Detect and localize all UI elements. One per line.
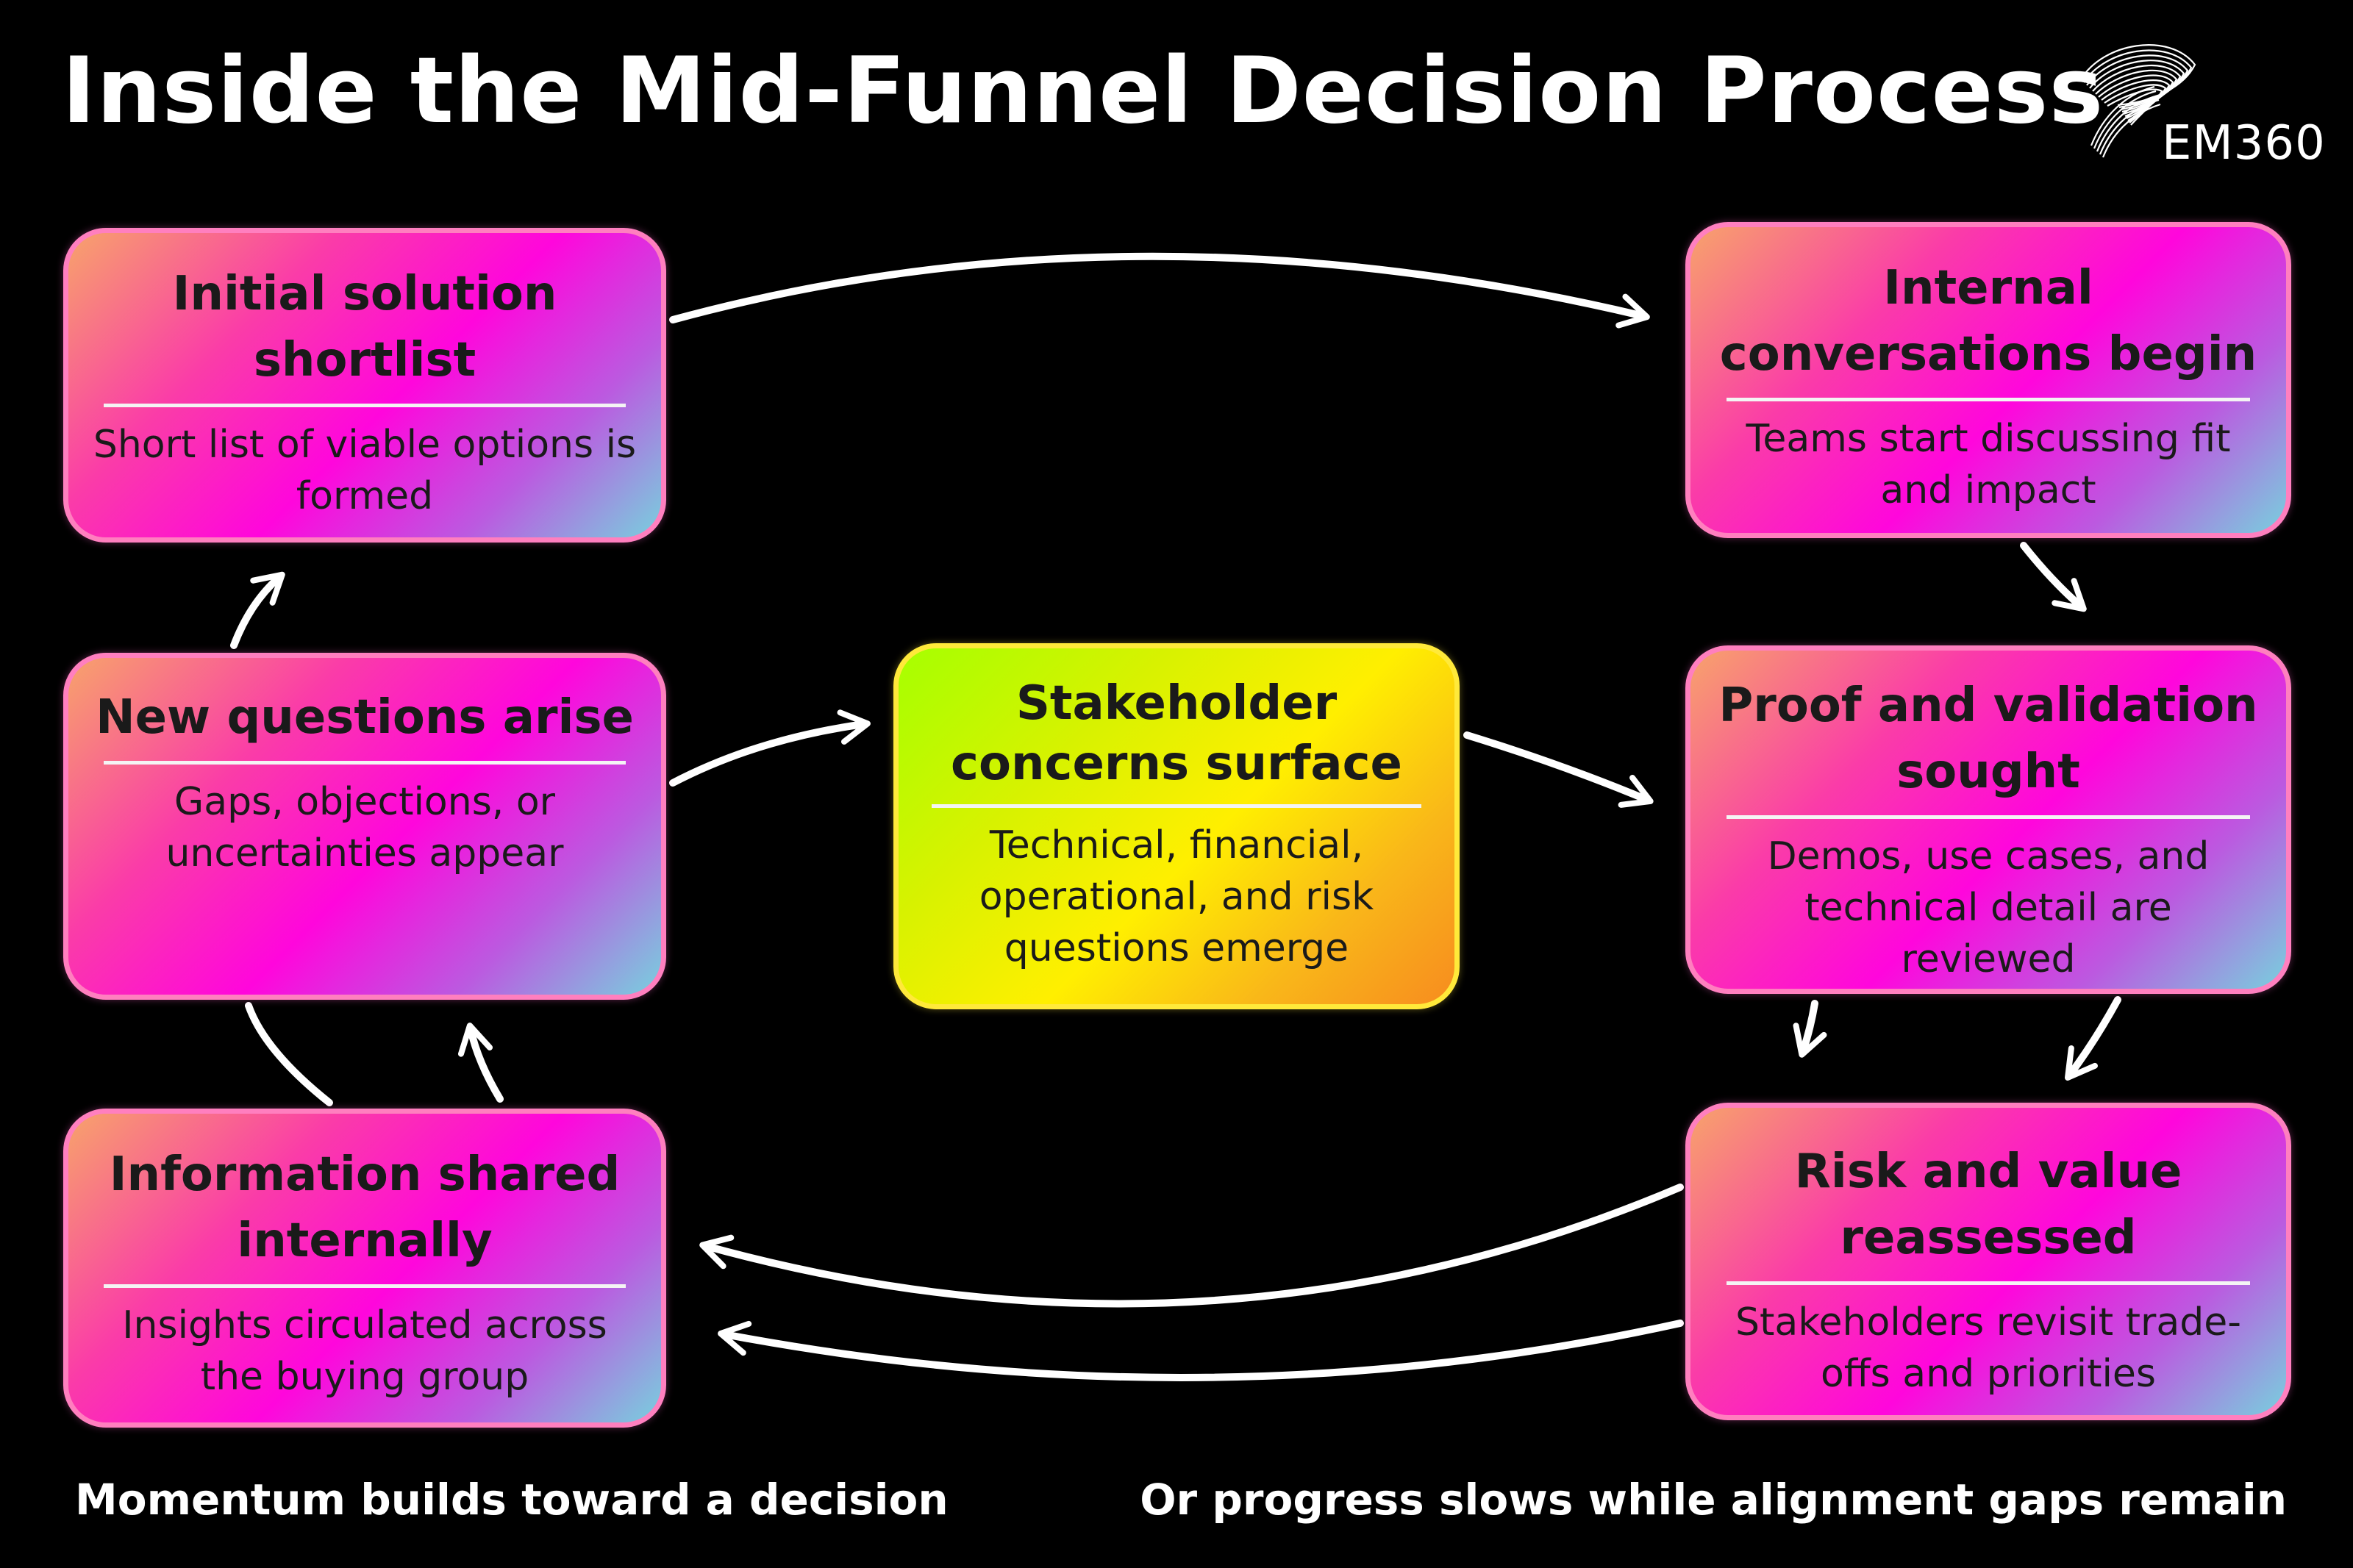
divider bbox=[104, 1284, 626, 1288]
footer-left: Momentum builds toward a decision bbox=[75, 1475, 949, 1525]
arrow-questions-to-shortlist bbox=[230, 571, 285, 649]
arrow-center-to-proof bbox=[1463, 731, 1654, 808]
stage-title: Proof and validation sought bbox=[1718, 679, 2258, 799]
stage-internal-conversations: Internal conversations begin Teams start… bbox=[1685, 222, 2291, 538]
divider bbox=[1726, 815, 2251, 819]
swirl-logo-icon bbox=[2080, 44, 2196, 158]
stage-title: Information shared internally bbox=[109, 1148, 621, 1268]
stage-initial-shortlist: Initial solution shortlist Short list of… bbox=[63, 228, 666, 543]
stage-description: Stakeholders revisit trade-offs and prio… bbox=[1735, 1300, 2242, 1396]
stage-title: Initial solution shortlist bbox=[172, 267, 557, 387]
arrow-shortlist-to-conversations bbox=[669, 252, 1650, 329]
arrow-questions-to-center bbox=[669, 709, 871, 787]
divider bbox=[1726, 1281, 2251, 1285]
arrow-conversations-to-proof bbox=[2020, 542, 2087, 612]
stage-new-questions: New questions arise Gaps, objections, or… bbox=[63, 653, 666, 1000]
stage-description: Teams start discussing fit and impact bbox=[1746, 417, 2231, 512]
divider bbox=[1726, 398, 2251, 401]
stage-proof-validation: Proof and validation sought Demos, use c… bbox=[1685, 645, 2291, 994]
logo-text: EM360 bbox=[2162, 116, 2326, 171]
divider bbox=[104, 761, 626, 765]
stage-information-shared: Information shared internally Insights c… bbox=[63, 1109, 666, 1428]
arrow-risk-to-info-upper bbox=[699, 1184, 1684, 1308]
stage-description: Demos, use cases, and technical detail a… bbox=[1767, 834, 2210, 981]
stage-risk-value: Risk and value reassessed Stakeholders r… bbox=[1685, 1103, 2291, 1420]
divider bbox=[932, 804, 1421, 808]
stage-description: Gaps, objections, or uncertainties appea… bbox=[165, 780, 564, 876]
stage-description: Short list of viable options is formed bbox=[93, 423, 637, 518]
stage-title: New questions arise bbox=[96, 690, 634, 745]
stage-description: Insights circulated across the buying gr… bbox=[122, 1303, 607, 1399]
arrow-left-loop-up bbox=[245, 1002, 333, 1106]
stage-title: Risk and value reassessed bbox=[1794, 1145, 2182, 1265]
em360-logo: EM360 bbox=[2074, 35, 2326, 182]
arrow-risk-to-info-lower bbox=[718, 1320, 1684, 1381]
stage-title: Internal conversations begin bbox=[1719, 261, 2257, 382]
stage-stakeholder-concerns: Stakeholder concerns surface Technical, … bbox=[893, 643, 1460, 1009]
stage-description: Technical, financial, operational, and r… bbox=[979, 823, 1374, 970]
footer-right: Or progress slows while alignment gaps r… bbox=[1140, 1475, 2287, 1525]
arrow-proof-to-risk-right bbox=[2065, 996, 2121, 1081]
arrow-info-to-questions bbox=[457, 1023, 504, 1103]
stage-title: Stakeholder concerns surface bbox=[951, 676, 1402, 791]
arrow-proof-to-risk-left bbox=[1793, 1000, 1827, 1058]
page-title: Inside the Mid-Funnel Decision Process bbox=[62, 38, 2104, 144]
divider bbox=[104, 404, 626, 407]
